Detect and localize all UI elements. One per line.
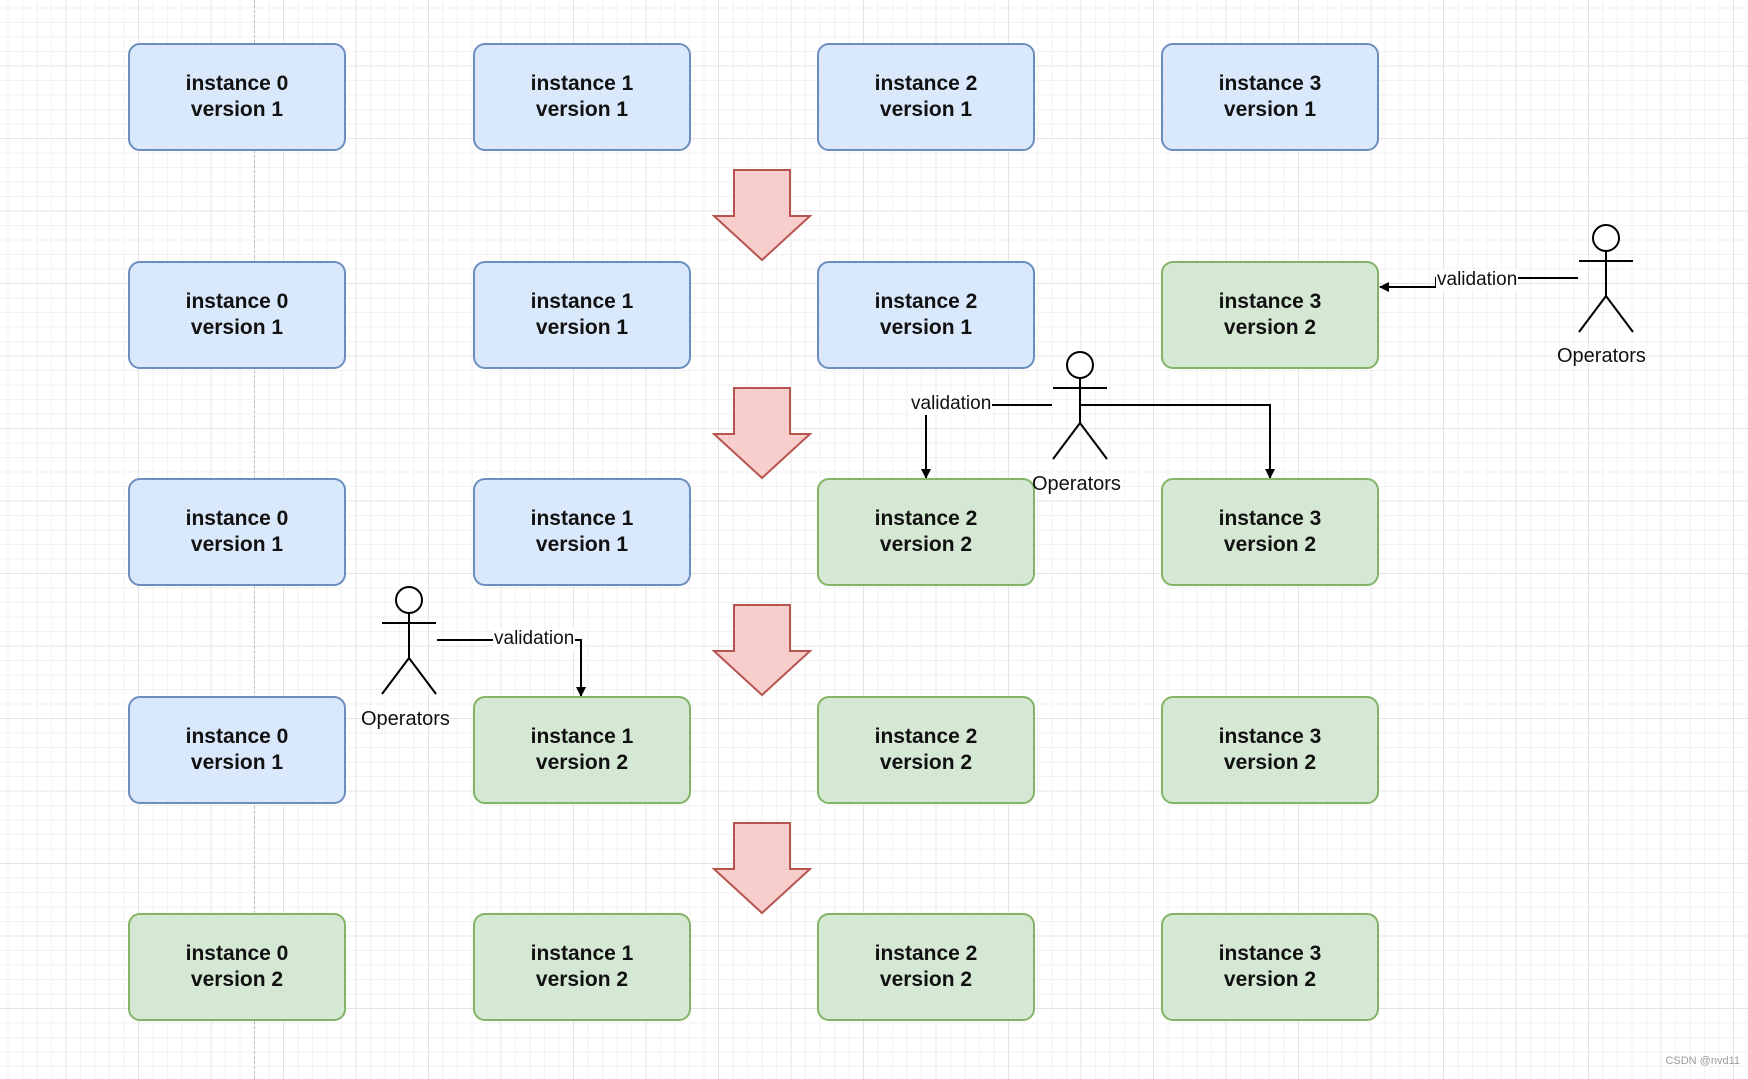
actor-label: Operators [1557, 345, 1646, 367]
instance-label: instance 2 [874, 507, 978, 530]
watermark: CSDN @nvd11 [1665, 1055, 1740, 1067]
validation-label: validation [493, 628, 576, 650]
version-label: version 1 [190, 316, 284, 339]
instance-label: instance 2 [874, 290, 978, 313]
version-label: version 2 [1223, 751, 1317, 774]
version-label: version 2 [879, 968, 973, 991]
instance-box-r1c2: instance 2 version 1 [817, 261, 1035, 369]
instance-box-r4c3: instance 3 version 2 [1161, 913, 1379, 1021]
instance-box-r2c0: instance 0 version 1 [128, 478, 346, 586]
instance-box-r1c0: instance 0 version 1 [128, 261, 346, 369]
version-label: version 1 [190, 751, 284, 774]
operator-actor-icon [1052, 351, 1108, 460]
instance-box-r1c3: instance 3 version 2 [1161, 261, 1379, 369]
instance-label: instance 3 [1218, 942, 1322, 965]
instance-box-r0c0: instance 0 version 1 [128, 43, 346, 151]
instance-label: instance 3 [1218, 725, 1322, 748]
version-label: version 1 [190, 98, 284, 121]
instance-label: instance 0 [185, 290, 289, 313]
version-label: version 2 [535, 968, 629, 991]
instance-label: instance 1 [530, 72, 634, 95]
instance-box-r4c1: instance 1 version 2 [473, 913, 691, 1021]
instance-box-r0c1: instance 1 version 1 [473, 43, 691, 151]
operator-actor-icon [381, 586, 437, 695]
instance-box-r4c0: instance 0 version 2 [128, 913, 346, 1021]
validation-label: validation [1436, 269, 1519, 291]
version-label: version 2 [1223, 316, 1317, 339]
operator-actor-icon [1578, 224, 1634, 333]
instance-box-r1c1: instance 1 version 1 [473, 261, 691, 369]
instance-label: instance 0 [185, 942, 289, 965]
version-label: version 1 [879, 98, 973, 121]
instance-label: instance 0 [185, 725, 289, 748]
version-label: version 2 [1223, 968, 1317, 991]
validation-label: validation [910, 393, 993, 415]
validation-connector [921, 404, 1052, 479]
instance-box-r4c2: instance 2 version 2 [817, 913, 1035, 1021]
instance-label: instance 2 [874, 725, 978, 748]
validation-connector [1080, 404, 1275, 479]
instance-label: instance 1 [530, 290, 634, 313]
version-label: version 1 [535, 533, 629, 556]
version-label: version 2 [1223, 533, 1317, 556]
version-label: version 1 [1223, 98, 1317, 121]
instance-label: instance 3 [1218, 507, 1322, 530]
version-label: version 2 [879, 751, 973, 774]
actor-label: Operators [361, 708, 450, 730]
version-label: version 1 [535, 98, 629, 121]
instance-box-r3c1: instance 1 version 2 [473, 696, 691, 804]
instance-box-r0c2: instance 2 version 1 [817, 43, 1035, 151]
step-down-arrow [711, 604, 813, 697]
instance-label: instance 0 [185, 72, 289, 95]
step-down-arrow [711, 387, 813, 480]
actor-label: Operators [1032, 473, 1121, 495]
instance-box-r3c0: instance 0 version 1 [128, 696, 346, 804]
version-label: version 1 [879, 316, 973, 339]
version-label: version 1 [190, 533, 284, 556]
validation-connector [437, 639, 586, 697]
version-label: version 2 [190, 968, 284, 991]
step-down-arrow [711, 822, 813, 915]
step-down-arrow [711, 169, 813, 262]
instance-box-r3c3: instance 3 version 2 [1161, 696, 1379, 804]
instance-label: instance 1 [530, 507, 634, 530]
instance-label: instance 1 [530, 942, 634, 965]
instance-label: instance 3 [1218, 72, 1322, 95]
instance-box-r3c2: instance 2 version 2 [817, 696, 1035, 804]
version-label: version 2 [535, 751, 629, 774]
instance-box-r2c2: instance 2 version 2 [817, 478, 1035, 586]
instance-label: instance 2 [874, 72, 978, 95]
instance-label: instance 1 [530, 725, 634, 748]
version-label: version 2 [879, 533, 973, 556]
instance-box-r2c3: instance 3 version 2 [1161, 478, 1379, 586]
instance-label: instance 0 [185, 507, 289, 530]
instance-box-r0c3: instance 3 version 1 [1161, 43, 1379, 151]
instance-box-r2c1: instance 1 version 1 [473, 478, 691, 586]
instance-label: instance 3 [1218, 290, 1322, 313]
version-label: version 1 [535, 316, 629, 339]
instance-label: instance 2 [874, 942, 978, 965]
